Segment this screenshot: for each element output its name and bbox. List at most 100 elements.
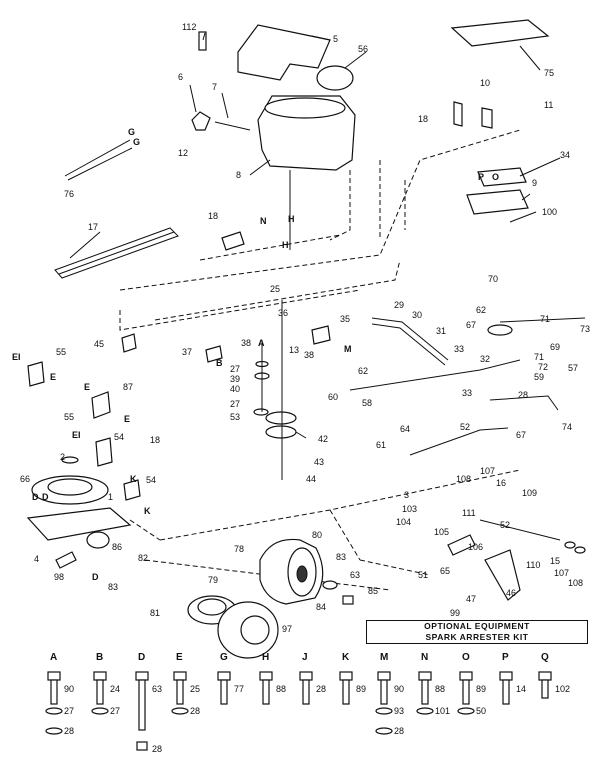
letter-h-mid: H — [282, 240, 289, 250]
callout-65: 65 — [440, 566, 450, 576]
callout-57: 57 — [568, 363, 578, 373]
letter-p: P — [478, 172, 484, 182]
hardware-part-number: 101 — [435, 706, 450, 716]
bolt-shank — [96, 679, 104, 705]
callout-100: 100 — [542, 207, 557, 217]
hardware-part-number: 28 — [394, 726, 404, 736]
hardware-part-number: 93 — [394, 706, 404, 716]
bearing-53 — [253, 408, 269, 416]
hardware-part-number: 50 — [476, 706, 486, 716]
hardware-part-number: 89 — [356, 684, 366, 694]
hardware-part-number: 89 — [476, 684, 486, 694]
callout-33-bottom: 33 — [462, 388, 472, 398]
hardware-part-number: 63 — [152, 684, 162, 694]
bolt-head — [135, 671, 149, 681]
clip-35 — [311, 325, 331, 345]
callout-3: 3 — [404, 490, 409, 500]
bolt-shank — [342, 679, 350, 705]
frame-plates — [27, 231, 331, 501]
callout-80: 80 — [312, 530, 322, 540]
hardware-part-number: 90 — [64, 684, 74, 694]
callout-99: 99 — [450, 608, 460, 618]
callout-4: 4 — [34, 554, 39, 564]
hardware-part-number: 90 — [394, 684, 404, 694]
letter-b: B — [216, 358, 223, 368]
hardware-washer — [416, 707, 434, 715]
bolt-shank — [220, 679, 228, 705]
hardware-letter: O — [462, 652, 470, 663]
callout-111: 111 — [462, 508, 476, 518]
hardware-letter: Q — [541, 652, 549, 663]
bolt-shank — [50, 679, 58, 705]
engine-shroud — [237, 24, 331, 81]
hardware-letter: E — [176, 652, 183, 663]
callout-87: 87 — [123, 382, 133, 392]
hardware-washer — [375, 727, 393, 735]
callout-62-mid: 62 — [358, 366, 368, 376]
hardware-key-k: K89 — [339, 652, 366, 705]
callout-1: 1 — [108, 492, 113, 502]
hardware-part-number: 27 — [64, 706, 74, 716]
callout-64: 64 — [400, 424, 410, 434]
bolt-112 — [198, 31, 207, 51]
letter-e-1: E — [50, 372, 56, 382]
dash-plate — [450, 19, 550, 47]
callout-82: 82 — [138, 553, 148, 563]
callout-47: 47 — [466, 594, 476, 604]
bracket-54b — [123, 479, 141, 501]
callout-59: 59 — [534, 372, 544, 382]
bushing-67 — [487, 324, 513, 336]
callout-83-left: 83 — [108, 582, 118, 592]
callout-36: 36 — [278, 308, 288, 318]
bolt-shank — [302, 679, 310, 705]
bolt-head — [339, 671, 353, 681]
bolt-head — [459, 671, 473, 681]
callout-79: 79 — [208, 575, 218, 585]
letter-k-2: K — [144, 506, 151, 516]
callout-42: 42 — [318, 434, 328, 444]
callout-27-bottom: 27 — [230, 399, 240, 409]
hardware-part-number: 28 — [152, 744, 162, 754]
hardware-nut — [136, 741, 148, 751]
throttle-cable — [64, 139, 133, 181]
letter-a: A — [258, 338, 265, 348]
callout-72: 72 — [538, 362, 548, 372]
callout-63: 63 — [350, 570, 360, 580]
hardware-part-number: 24 — [110, 684, 120, 694]
callout-12: 12 — [178, 148, 188, 158]
bolt-head — [173, 671, 187, 681]
hardware-part-number: 88 — [435, 684, 445, 694]
hardware-key-h: H88 — [259, 652, 286, 705]
note-line-2: SPARK ARRESTER KIT — [425, 632, 529, 642]
callout-108-top: 108 — [456, 474, 471, 484]
callout-46: 46 — [506, 588, 516, 598]
callout-55-top: 55 — [56, 347, 66, 357]
hardware-part-number: 25 — [190, 684, 200, 694]
callout-85: 85 — [368, 586, 378, 596]
pulley-42-top — [265, 411, 297, 425]
callout-37: 37 — [182, 347, 192, 357]
hardware-washer — [45, 727, 63, 735]
callout-103: 103 — [402, 504, 417, 514]
lever-47 — [484, 549, 521, 601]
callout-108-low: 108 — [568, 578, 583, 588]
callout-54-top: 54 — [114, 432, 124, 442]
callout-38-right: 38 — [304, 350, 314, 360]
spacer-10 — [453, 101, 463, 127]
letter-ei-top: EI — [12, 352, 21, 362]
spindle-group — [253, 300, 297, 480]
letter-h-top: H — [288, 214, 295, 224]
callout-70: 70 — [488, 274, 498, 284]
callout-8: 8 — [236, 170, 241, 180]
callout-73: 73 — [580, 324, 590, 334]
callout-98: 98 — [54, 572, 64, 582]
callout-66: 66 — [20, 474, 30, 484]
clip-37 — [205, 345, 223, 363]
callout-5: 5 — [333, 34, 338, 44]
idler-86 — [86, 531, 110, 549]
callout-81: 81 — [150, 608, 160, 618]
callout-107-top: 107 — [480, 466, 495, 476]
hardware-washer — [457, 707, 475, 715]
